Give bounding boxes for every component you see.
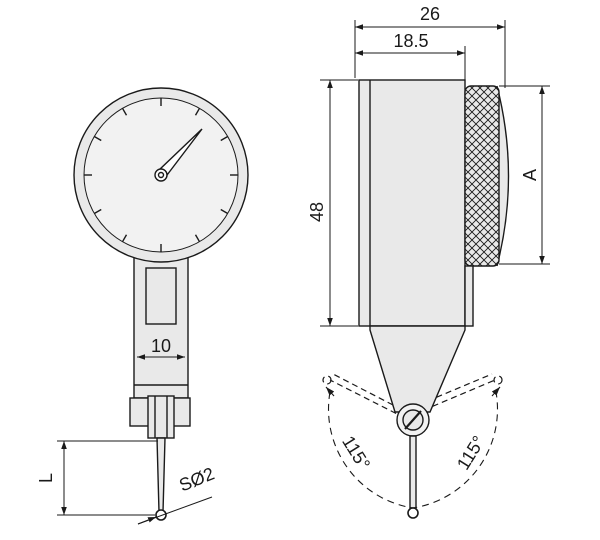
tip-length-label: L — [36, 473, 56, 483]
height-label: 48 — [307, 202, 327, 222]
side-view — [322, 79, 510, 519]
knob-dimension-label: A — [520, 169, 540, 181]
tapered-housing — [369, 325, 466, 413]
width-dimension-label: 10 — [151, 336, 171, 356]
front-view — [73, 87, 249, 521]
contact-stylus — [155, 437, 167, 521]
dial-tick — [220, 135, 229, 142]
dial-tick — [194, 234, 201, 243]
knob-collar — [464, 265, 474, 327]
knurled-knob — [464, 85, 500, 267]
dial-tick — [93, 135, 102, 142]
overall-width-label: 26 — [420, 4, 440, 24]
dial-tick — [220, 208, 229, 215]
dial-pointer — [154, 128, 203, 182]
dial-tick — [93, 208, 102, 215]
swing-angle-left-label: 115° — [338, 432, 374, 473]
side-dimensions — [320, 20, 550, 327]
dial-tick-marks — [84, 98, 238, 252]
swing-arc — [325, 386, 501, 509]
side-contact-ball — [407, 507, 419, 519]
dial-tick — [194, 107, 201, 116]
contact-ball — [155, 509, 167, 521]
dial-tick — [121, 234, 128, 243]
pivot-screw — [396, 403, 430, 437]
dial-tick — [121, 107, 128, 116]
side-contact-stylus — [409, 435, 417, 509]
swing-angle-right-label: 115° — [453, 432, 489, 473]
ball-diameter-label: SØ2 — [176, 463, 217, 495]
body-width-label: 18.5 — [393, 31, 428, 51]
indicator-body — [358, 79, 466, 327]
knob-cap — [496, 85, 510, 267]
contact-clamp — [129, 395, 191, 439]
front-dimensions — [57, 354, 213, 525]
indicator-neck — [133, 237, 189, 399]
